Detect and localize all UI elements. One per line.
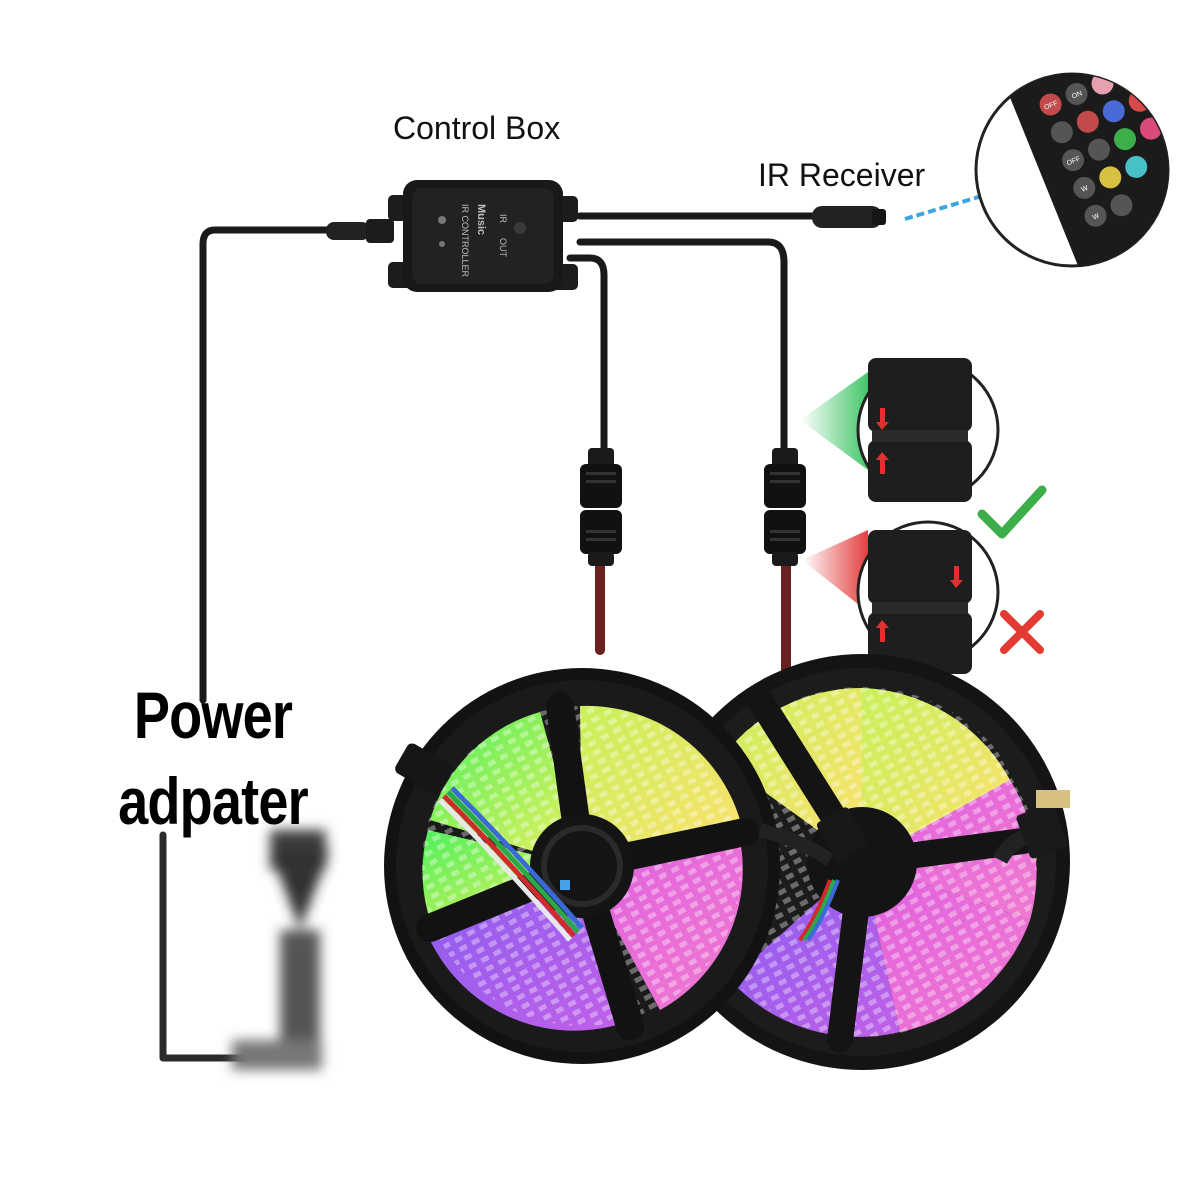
cross-mark-icon (1000, 610, 1044, 654)
ir-receiver-label: IR Receiver (758, 157, 926, 193)
box-title-text: IR CONTROLLER (460, 204, 470, 278)
box-out-text: OUT (498, 238, 508, 258)
remote-key-3: W (1080, 185, 1089, 194)
power-adapter-label: Power adpater (111, 672, 316, 844)
power-adapter-label-line2: adpater (118, 764, 309, 838)
remote-key-4: W (1092, 212, 1101, 221)
led-reel-front (384, 668, 868, 1064)
correct-connection-inset (800, 358, 1000, 502)
remote-key-2: OFF (1066, 156, 1082, 168)
box-brand-text: Music (475, 204, 487, 235)
dc-barrel-connector (326, 219, 394, 243)
connector-right (764, 448, 806, 566)
remote-key-0: OFF (1043, 100, 1059, 112)
connector-left (580, 448, 622, 566)
arrow-up-icon (880, 626, 885, 642)
inline-connectors (580, 448, 806, 566)
box-ir-text: IR (498, 214, 508, 224)
power-adapter-label-line1: Power (133, 678, 293, 752)
control-box-print: Music IR CONTROLLER OUT IR (460, 204, 508, 278)
led-reel-back (654, 654, 1070, 1070)
power-plug (232, 830, 330, 1070)
remote-inset: OFF ON OFF W W (974, 72, 1170, 268)
cables (159, 212, 816, 1062)
control-box-label: Control Box (393, 110, 561, 146)
arrow-down-icon (954, 566, 959, 582)
check-mark-icon (977, 485, 1047, 539)
arrow-down-icon (880, 408, 885, 424)
ir-receiver-head (812, 206, 886, 228)
incorrect-connection-inset (802, 520, 1000, 674)
control-box (388, 180, 578, 292)
remote-control (1003, 74, 1168, 266)
arrow-up-icon (880, 458, 885, 474)
remote-key-1: ON (1071, 90, 1083, 100)
